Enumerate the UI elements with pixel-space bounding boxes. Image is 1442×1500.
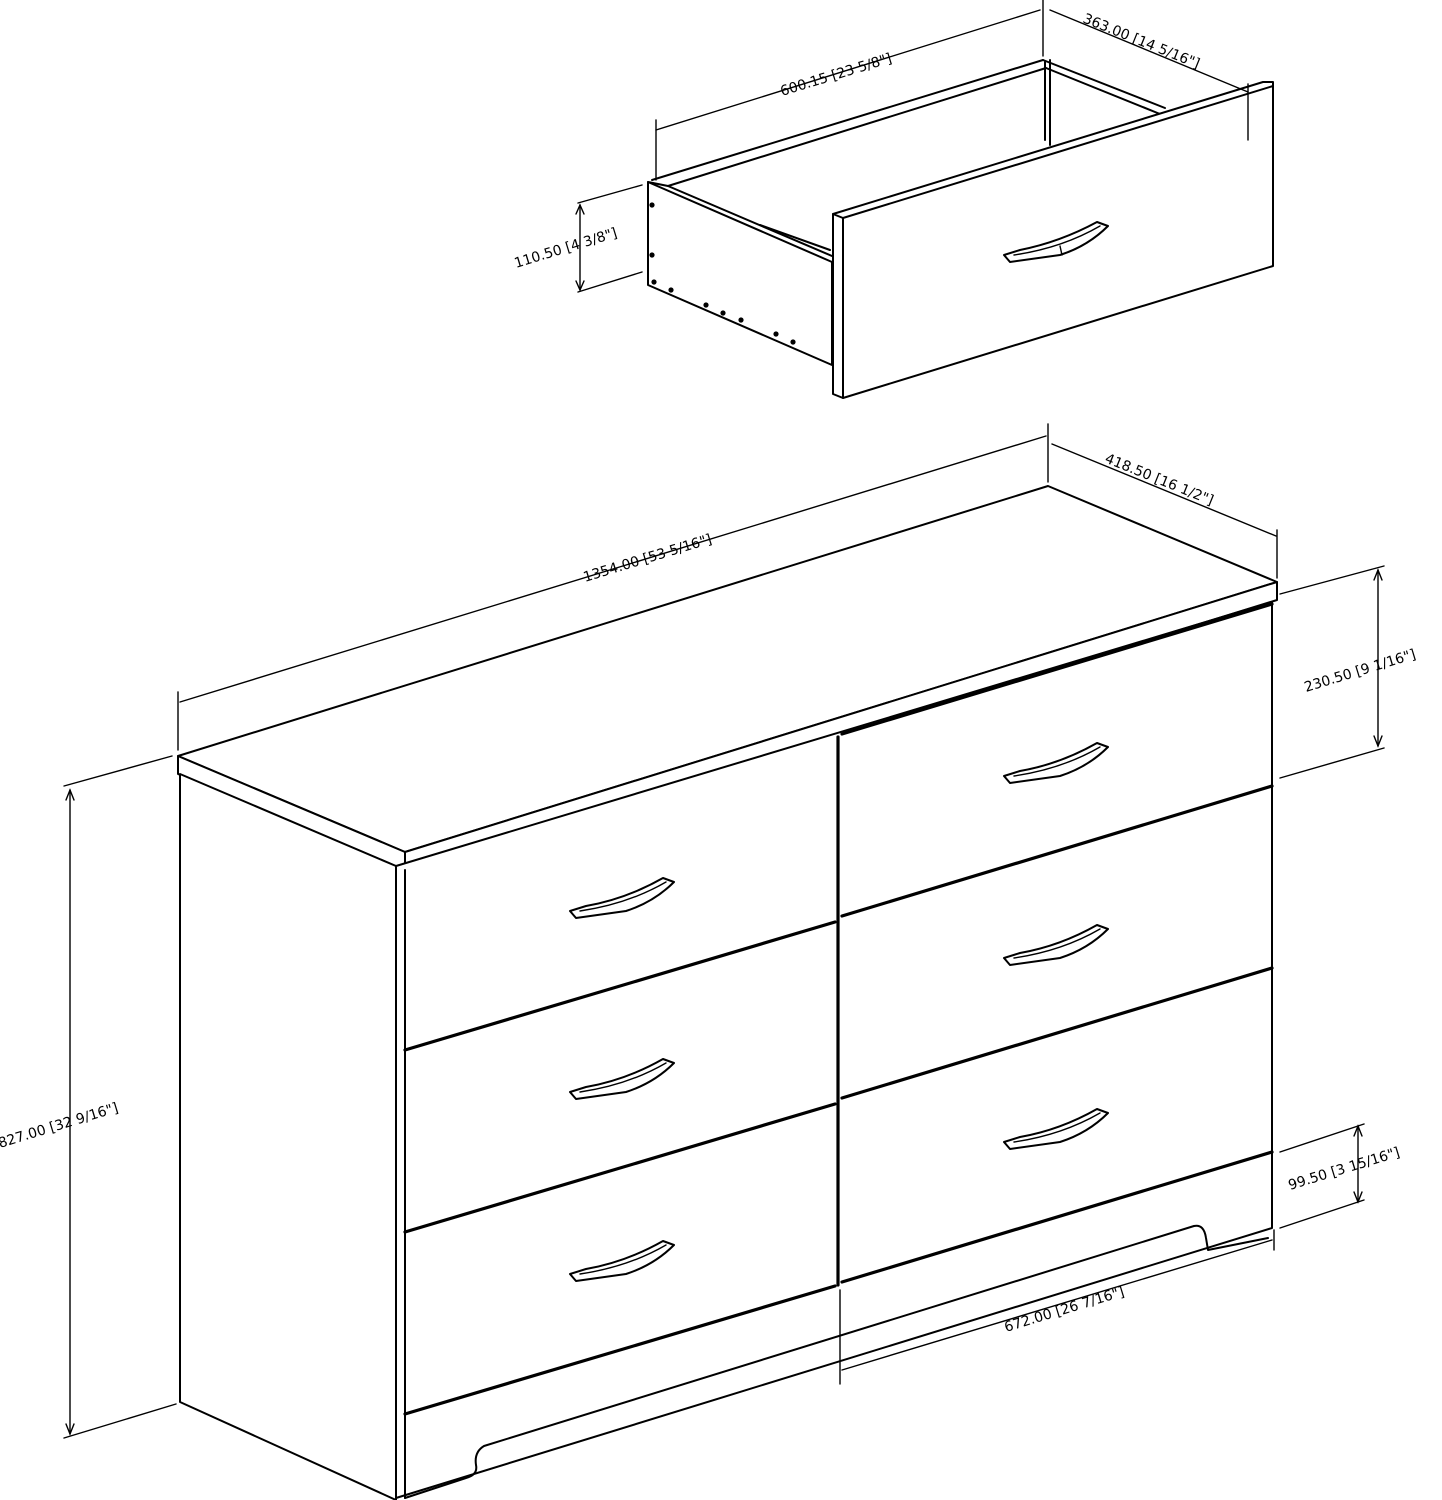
base-height-label: 99.50 [3 15/16"] xyxy=(1286,1145,1401,1194)
drawer-width-label: 600.15 [23 5/8"] xyxy=(778,51,893,100)
handle-icon xyxy=(569,877,675,919)
dresser-width-label: 1354.00 [53 5/16"] xyxy=(581,532,713,586)
dresser-front xyxy=(395,601,1273,1499)
drawer-handles xyxy=(569,742,1109,1282)
handle-icon xyxy=(1003,924,1109,966)
handle-icon xyxy=(569,1240,675,1282)
drawer-front-height-label: 230.50 [9 1/16"] xyxy=(1302,647,1417,696)
handle-icon xyxy=(1003,1108,1109,1150)
dresser-side-panel xyxy=(179,773,397,1500)
drawer-front xyxy=(832,81,1274,399)
drawer-height-label: 110.50 [4 3/8"] xyxy=(512,225,619,271)
drawer-depth-label: 363.00 [14 5/16"] xyxy=(1081,11,1202,72)
screw-holes xyxy=(649,202,796,345)
drawer-side-panel xyxy=(647,181,833,366)
drawer-detail: 600.15 [23 5/8"] 363.00 [14 5/16"] 110.5… xyxy=(512,0,1274,399)
drawer-handle-icon xyxy=(1003,221,1109,263)
dresser xyxy=(177,485,1278,1500)
handle-icon xyxy=(1003,742,1109,784)
handle-icon xyxy=(569,1058,675,1100)
dresser-depth-label: 418.50 [16 1/2"] xyxy=(1103,451,1216,509)
dresser-height-label: 827.00 [32 9/16"] xyxy=(0,1100,120,1152)
